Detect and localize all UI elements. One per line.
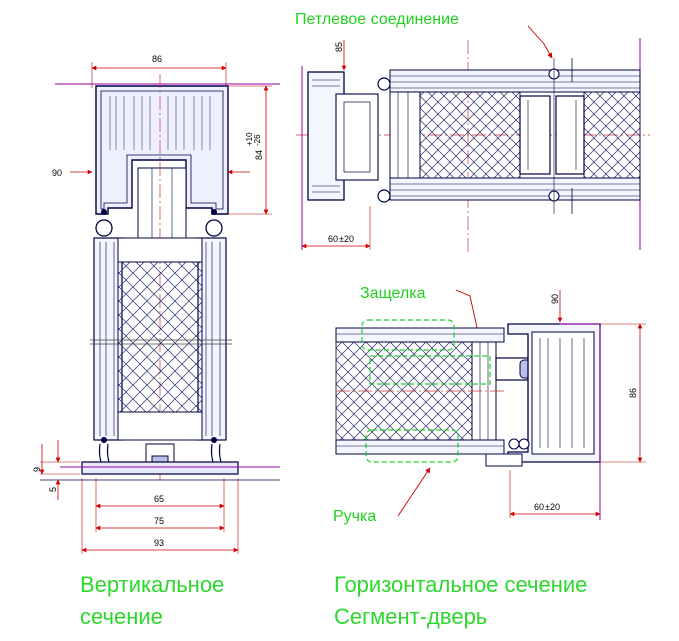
callout-hinge: Петлевое соединение [295, 11, 459, 28]
callout-latch: Защелка [360, 285, 426, 302]
dim-84: 84 [254, 150, 264, 160]
caption-horizontal-line1: Горизонтальное сечение [334, 572, 587, 597]
dim-86-right: 86 [628, 388, 638, 398]
dim-84-tol-minus: -26 [253, 134, 262, 146]
dim-93: 93 [154, 538, 164, 548]
dim-75: 75 [154, 516, 164, 526]
dim-60-left: 60±20 [328, 234, 354, 244]
caption-vertical-line2: сечение [80, 604, 163, 629]
dim-60-bottom: 60±20 [534, 502, 560, 512]
latch-section: Защелка Ручка [333, 285, 646, 525]
dim-65: 65 [154, 494, 164, 504]
dim-9: 9 [32, 467, 42, 472]
dim-90-top: 90 [550, 294, 560, 304]
dim-90-left: 90 [52, 168, 62, 178]
callout-handle: Ручка [333, 508, 376, 525]
dim-86-top: 86 [152, 54, 162, 64]
dim-85: 85 [334, 42, 344, 52]
dim-84-tol-plus: +10 [245, 132, 254, 146]
caption-horizontal-line2: Сегмент-дверь [334, 604, 487, 629]
vertical-section: 86 90 84 +10 -26 [32, 54, 280, 554]
caption-vertical-line1: Вертикальное [80, 572, 224, 597]
dim-5: 5 [48, 487, 58, 492]
hinge-section: Петлевое соединение [295, 11, 650, 252]
